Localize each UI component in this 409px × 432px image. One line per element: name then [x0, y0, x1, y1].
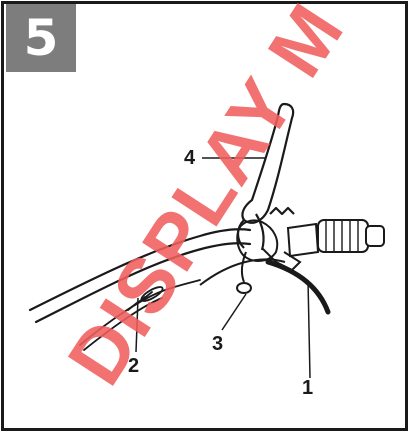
brake-lever-icon [236, 102, 295, 251]
lever-mount [236, 219, 302, 272]
cable-1 [265, 259, 331, 315]
callout-1: 1 [302, 377, 314, 399]
step-number-box: 5 [6, 4, 76, 72]
pin-3 [236, 251, 252, 294]
cable-2 [79, 279, 201, 351]
step-number: 5 [23, 9, 59, 67]
inner-arc [199, 258, 286, 286]
leader-2 [135, 297, 139, 353]
callout-3: 3 [212, 333, 224, 355]
leader-3 [221, 293, 247, 331]
callout-4: 4 [184, 147, 196, 169]
leader-lines [135, 157, 311, 379]
hand-grip-icon [286, 219, 385, 258]
callout-2: 2 [128, 355, 140, 377]
leader-1 [307, 279, 311, 379]
handlebar-tube [28, 228, 252, 324]
